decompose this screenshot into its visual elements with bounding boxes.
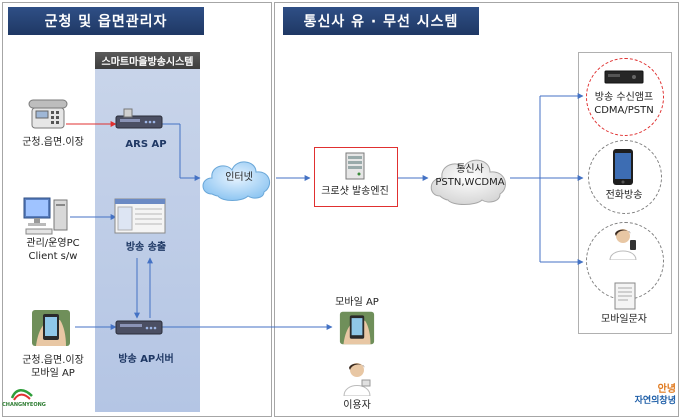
ap-server-label: 방송 AP서버 (118, 354, 174, 365)
ap-server-device-icon (115, 320, 163, 335)
internet-label: 인터넷 (225, 172, 253, 183)
mobile-user-label-1: 군청.읍면.이장 (22, 355, 84, 366)
phone-user-label: 군청.읍면.이장 (22, 137, 84, 148)
left-panel-title: 군청 및 읍면관리자 (8, 7, 204, 35)
smartphone-icon (613, 149, 633, 185)
user-label: 이용자 (343, 400, 371, 411)
broadcast-send-label: 방송 송출 (125, 242, 167, 253)
carrier-label-1: 통신사 (456, 164, 484, 175)
amp-label-1: 방송 수신앰프 (594, 92, 654, 103)
mobile-user-label-2: 모바일 AP (31, 368, 75, 379)
woman-with-phone-icon (609, 229, 637, 260)
mobile-ap-label: 모바일 AP (335, 297, 379, 308)
changnyeong-logo-icon (10, 389, 33, 401)
internet-cloud-icon (202, 161, 271, 201)
pc-user-label-2: Client s/w (28, 251, 78, 262)
crossat-engine-label: 크로샷 발송엔진 (321, 186, 389, 197)
right-panel-title: 통신사 유 · 무선 시스템 (283, 7, 479, 35)
ars-ap-label: ARS AP (125, 139, 167, 150)
pc-user-label-1: 관리/운영PC (26, 238, 80, 249)
server-icon (345, 152, 365, 180)
pc-icon (23, 197, 68, 235)
user-person-icon (343, 363, 371, 396)
broadcast-send-screen-icon (114, 198, 166, 234)
carrier-label-2: PSTN,WCDMA (435, 177, 505, 188)
phone-broadcast-label: 전화방송 (605, 190, 643, 201)
changnyeong-logo-text: CHANGNYEONG (2, 402, 46, 408)
amp-label-2: CDMA/PSTN (594, 105, 654, 116)
mobile-phone-icon (32, 310, 70, 346)
band-header: 스마트마을방송시스템 (95, 52, 200, 69)
mobile-ap-phone-icon (339, 311, 375, 345)
carrier-cloud-icon (430, 159, 506, 205)
amp-device-icon (604, 70, 644, 84)
message-screen-icon (614, 282, 636, 310)
ars-ap-device-icon (115, 108, 163, 129)
slogan-logo-line1: 안녕 (657, 384, 676, 395)
slogan-logo-line2: 자연의창녕 (634, 396, 676, 406)
desk-phone-icon (28, 99, 68, 129)
mobile-sms-label: 모바일문자 (601, 314, 647, 325)
